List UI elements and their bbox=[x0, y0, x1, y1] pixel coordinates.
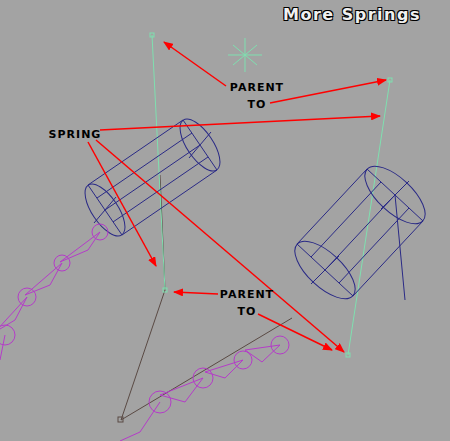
diagram-title: More Springs bbox=[283, 5, 421, 24]
cylinder-right bbox=[286, 157, 435, 309]
joint-lines bbox=[121, 175, 292, 420]
callout-label: SPRING bbox=[38, 126, 112, 143]
joint-marker bbox=[118, 417, 123, 422]
locator-points bbox=[150, 33, 392, 357]
callout-label: PARENT TO bbox=[224, 79, 290, 113]
spring-lines bbox=[152, 35, 390, 355]
callout-arrows bbox=[88, 42, 386, 352]
bone-chain bbox=[0, 224, 289, 441]
callout-label: PARENT TO bbox=[214, 286, 280, 320]
